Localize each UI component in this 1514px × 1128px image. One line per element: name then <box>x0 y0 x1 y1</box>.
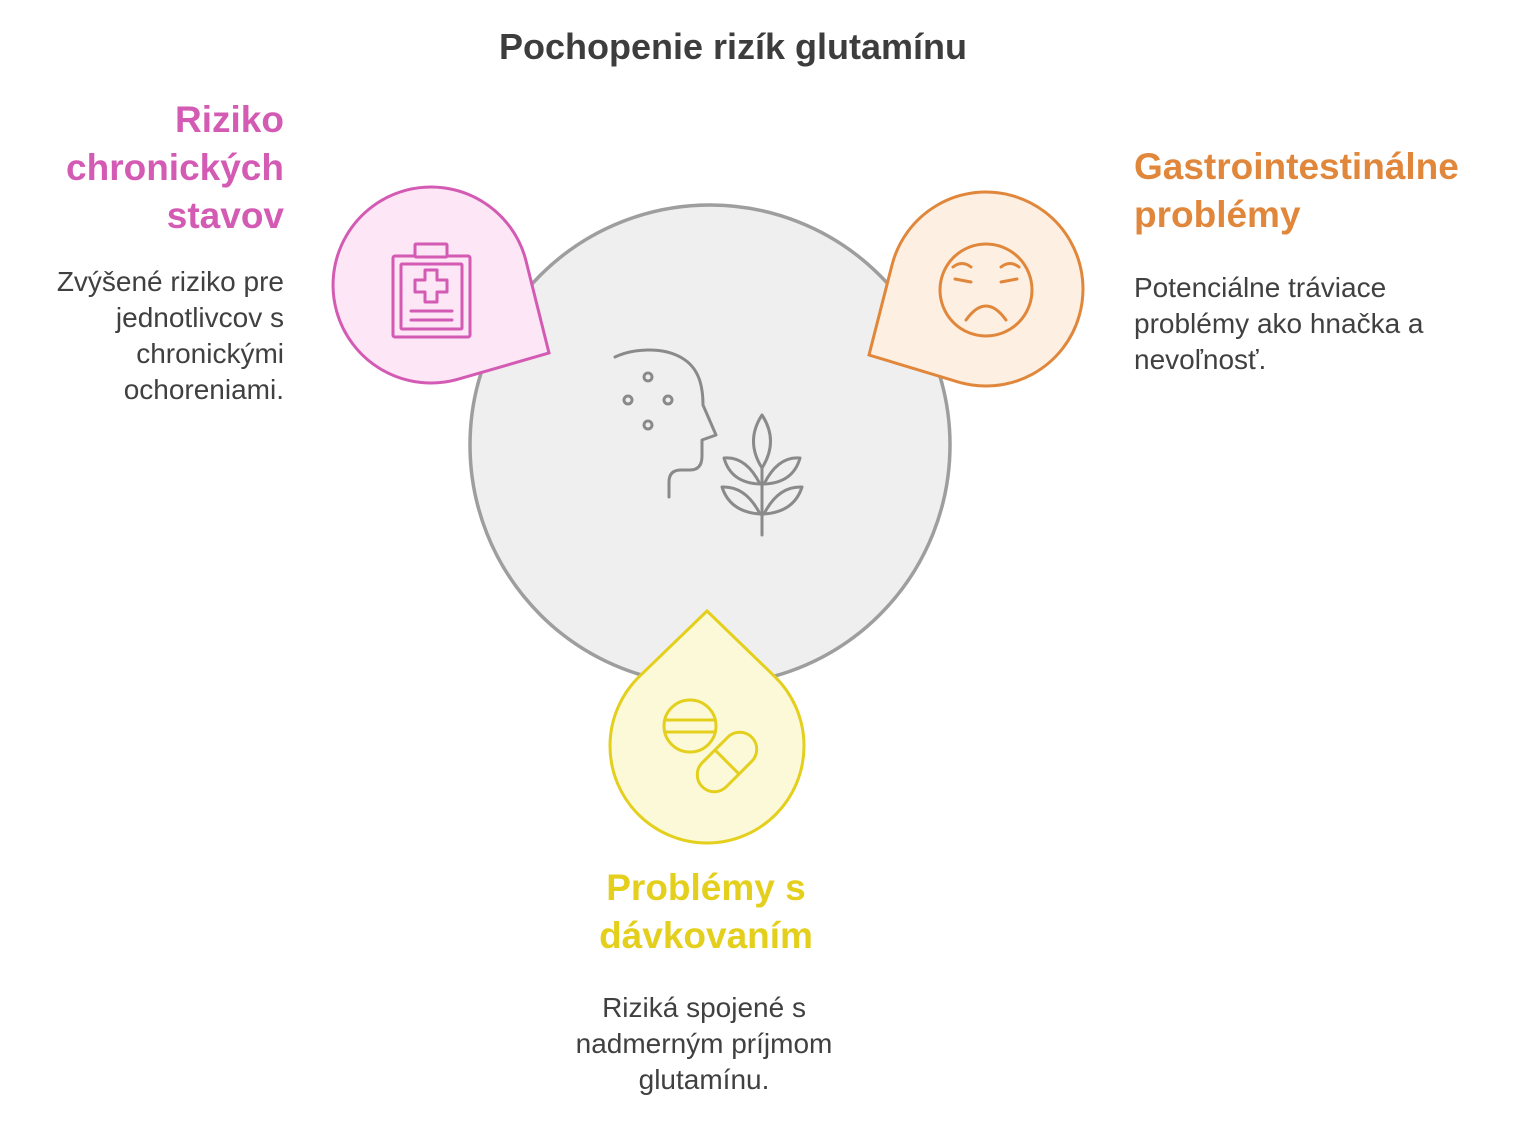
gastro-description: Potenciálne tráviace problémy ako hnačka… <box>1134 270 1504 378</box>
description-line: nevoľnosť. <box>1134 344 1267 375</box>
title-line: stavov <box>166 195 284 236</box>
medical-cross <box>413 268 449 304</box>
sad-face-icon <box>938 242 1034 338</box>
face-outline <box>938 242 1034 338</box>
page-title: Pochopenie rizík glutamínu <box>498 26 968 67</box>
description-line: nadmerným príjmom <box>575 1028 833 1059</box>
description-line: Potenciálne tráviace <box>1134 272 1387 303</box>
capsule-divider <box>713 748 741 776</box>
description-line: glutamínu. <box>638 1064 770 1095</box>
wheat-grain-left-upper <box>722 456 762 486</box>
wheat-grain-right-upper <box>762 456 802 486</box>
skin-dot <box>662 394 674 406</box>
chronic-risk-drop <box>331 185 551 385</box>
title-line: problémy <box>1134 194 1301 235</box>
head-outline <box>613 348 718 499</box>
center-node <box>468 203 952 687</box>
frown-mouth <box>964 304 1008 322</box>
chronic-risk-title: Riziko chronických stavov <box>20 96 284 240</box>
description-line: Zvýšené riziko pre <box>56 266 284 297</box>
title-line: Riziko <box>175 99 284 140</box>
chronic-risk-node <box>331 185 551 385</box>
left-eye <box>953 277 973 284</box>
title-line: Problémy s <box>606 867 806 908</box>
wheat-icon <box>720 413 804 537</box>
description-line: problémy ako hnačka a <box>1134 308 1424 339</box>
description-line: ochoreniami. <box>123 374 284 405</box>
description-line: chronickými <box>136 338 284 369</box>
medical-clipboard-icon <box>391 242 472 339</box>
wheat-grain-right-lower <box>762 485 804 516</box>
clipboard-clip <box>413 242 449 259</box>
dosage-title: Problémy s dávkovaním <box>456 864 956 960</box>
dosage-description: Riziká spojené s nadmerným príjmom gluta… <box>454 990 954 1098</box>
skin-dot <box>642 371 654 383</box>
gastro-drop <box>867 190 1085 388</box>
round-tablet <box>662 698 718 754</box>
title-line: chronických <box>66 147 284 188</box>
head-profile-icon <box>613 348 718 499</box>
description-line: Riziká spojené s <box>602 992 806 1023</box>
skin-dot <box>642 419 654 431</box>
title-line: Gastrointestinálne <box>1134 146 1459 187</box>
chronic-risk-description: Zvýšené riziko pre jednotlivcov s chroni… <box>20 264 284 408</box>
dosage-node <box>608 608 806 845</box>
pills-icon <box>662 698 759 794</box>
capsule <box>695 730 759 794</box>
gastro-node <box>867 190 1085 388</box>
left-eyebrow <box>951 262 973 269</box>
gastro-title: Gastrointestinálne problémy <box>1134 143 1504 239</box>
title-line: dávkovaním <box>599 915 813 956</box>
description-line: jednotlivcov s <box>115 302 284 333</box>
wheat-grain-left-lower <box>720 485 762 516</box>
dosage-drop <box>608 608 806 845</box>
right-eye <box>999 277 1019 284</box>
right-eyebrow <box>999 262 1021 269</box>
skin-dot <box>622 394 634 406</box>
clipboard-paper <box>399 262 464 331</box>
